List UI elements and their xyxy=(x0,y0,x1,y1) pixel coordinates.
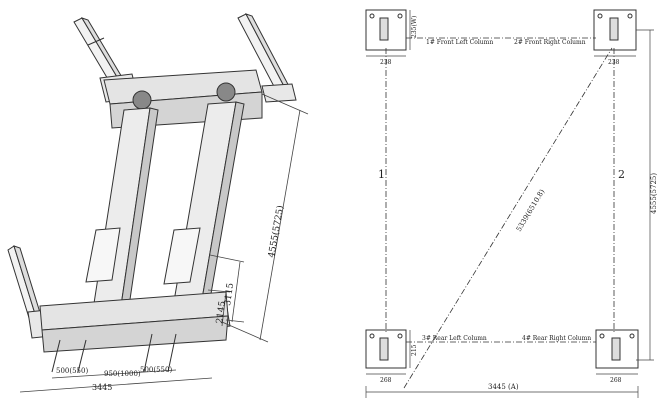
diagonal-dimension: 5339(6510.8) xyxy=(515,188,547,233)
isometric-dimensions xyxy=(19,93,309,393)
base-width-top-right: 238 xyxy=(608,59,620,66)
dim-overall-length: 4555(5725) xyxy=(266,205,286,259)
dim-wheel-right: 500(550) xyxy=(140,366,172,374)
width-dimension: 3445 (A) xyxy=(488,383,519,391)
plan-view: 1# Front Left Column 2# Front Right Colu… xyxy=(365,9,658,398)
base-height-top: 235(W) xyxy=(411,16,418,38)
dim-center: 950(1000) xyxy=(104,370,141,378)
plan-dimension-lines xyxy=(365,10,654,398)
dim-inner: 3115 xyxy=(223,282,236,306)
dim-bottom: 3445 xyxy=(92,383,112,392)
base-width-bottom-left: 268 xyxy=(380,377,392,384)
layout-lines xyxy=(385,37,615,389)
rear-rails xyxy=(51,333,177,373)
base-height-bottom: 215 xyxy=(411,344,418,356)
base-plate-rear-left xyxy=(365,329,407,369)
label-front-left-column: 1# Front Left Column xyxy=(426,39,493,46)
base-plate-rear-right xyxy=(595,329,639,369)
column-rear-left xyxy=(7,245,71,339)
base-plate-front-left xyxy=(365,9,407,51)
label-rear-right-column: 4# Rear Right Column xyxy=(522,335,591,342)
runway-left xyxy=(85,107,159,343)
side-label-right: 2 xyxy=(618,168,625,181)
rear-crossbeam xyxy=(39,291,229,353)
isometric-lift-view xyxy=(7,13,297,373)
dim-small: 2145 xyxy=(215,300,228,324)
label-front-right-column: 2# Front Right Column xyxy=(514,39,586,46)
dim-wheel-left: 500(550) xyxy=(56,367,88,375)
base-width-top-left: 238 xyxy=(380,59,392,66)
base-width-bottom-right: 268 xyxy=(610,377,622,384)
side-label-left: 1 xyxy=(378,168,385,181)
height-dimension: 4555(5725) xyxy=(650,173,658,214)
base-plate-front-right xyxy=(593,9,637,51)
label-rear-left-column: 3# Rear Left Column xyxy=(422,335,487,342)
